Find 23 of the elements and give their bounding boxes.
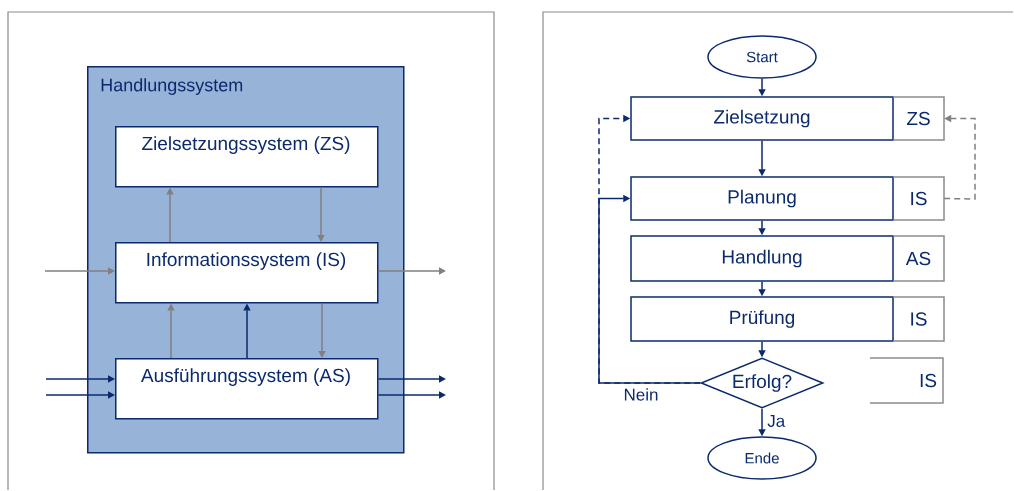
arrow — [377, 267, 446, 275]
tag-box: ZS — [892, 96, 945, 141]
arrow — [318, 302, 326, 358]
arrow — [377, 391, 446, 399]
tag-box: IS — [892, 296, 945, 342]
arrow — [44, 267, 115, 275]
subsystem-box: Ausführungssystem (AS) — [115, 358, 379, 420]
edge-label: Nein — [622, 387, 660, 402]
arrow — [377, 375, 446, 383]
arrow — [45, 375, 115, 383]
arrow — [598, 194, 701, 384]
process-box: Zielsetzung — [630, 96, 894, 141]
arrow — [317, 186, 325, 242]
process-box: Prüfung — [630, 296, 894, 342]
arrow — [45, 391, 115, 399]
tag-box: AS — [892, 235, 945, 282]
process-box: Planung — [630, 176, 894, 221]
process-box: Handlung — [630, 235, 894, 282]
edge-label: Ja — [766, 414, 787, 428]
subsystem-box: Informationssystem (IS) — [115, 242, 379, 304]
tag-box: IS — [869, 357, 944, 404]
tag-box: IS — [892, 176, 945, 221]
subsystem-box: Zielsetzungssystem (ZS) — [115, 126, 379, 188]
